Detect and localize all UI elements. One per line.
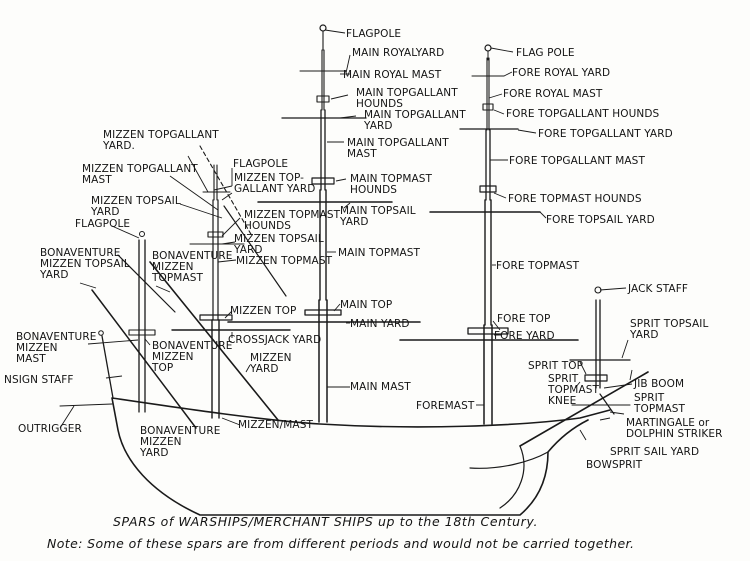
- label-flagpole-bonaventure: FLAGPOLE: [75, 218, 130, 230]
- bonaventure-mizzen-spars: [91, 231, 197, 429]
- label-flagpole-mizzen: FLAGPOLE: [233, 158, 288, 170]
- label-crossjack-yard: CROSSJACK YARD: [228, 334, 321, 346]
- label-main-yard: MAIN YARD: [350, 318, 410, 330]
- label-foremast: FOREMAST: [416, 400, 475, 412]
- mizzen-mast-spars: [149, 145, 291, 421]
- label-mizzen-mast: MIZZEN/MAST: [238, 419, 313, 431]
- labels: FLAGPOLE MAIN ROYALYARD MAIN ROYAL MAST …: [4, 28, 723, 471]
- label-main-top: MAIN TOP: [340, 299, 392, 311]
- label-jib-boom: JIB BOOM: [633, 378, 684, 390]
- label-main-royal-yard: MAIN ROYALYARD: [352, 47, 444, 59]
- label-flag-pole-fore: FLAG POLE: [516, 47, 575, 59]
- label-main-royal-mast: MAIN ROYAL MAST: [343, 69, 442, 81]
- label-ensign-staff: NSIGN STAFF: [4, 374, 74, 386]
- caption-line-2: Note: Some of these spars are from diffe…: [47, 536, 634, 551]
- label-jack-staff: JACK STAFF: [627, 283, 688, 295]
- label-mizzen-topgallant-yard-right: MIZZEN TOP-GALLANT YARD: [234, 172, 315, 195]
- label-fore-royal-yard: FORE ROYAL YARD: [512, 67, 610, 79]
- leader-lines: [59, 29, 633, 441]
- ensign-staff-spar: [98, 330, 114, 399]
- label-flagpole-main: FLAGPOLE: [346, 28, 401, 40]
- label-fore-royal-mast: FORE ROYAL MAST: [503, 88, 603, 100]
- caption: SPARS of WARSHIPS/MERCHANT SHIPS up to t…: [47, 514, 634, 551]
- label-mizzen-top: MIZZEN TOP: [230, 305, 296, 317]
- main-mast-spars: [227, 24, 421, 423]
- foremast-spars: [399, 44, 579, 425]
- label-fore-topgallant-yard: FORE TOPGALLANT YARD: [538, 128, 673, 140]
- label-mizzen-topmast-right: MIZZEN TOPMAST: [236, 255, 333, 267]
- label-fore-top: FORE TOP: [497, 313, 550, 325]
- label-fore-yard: FORE YARD: [494, 330, 555, 342]
- caption-line-1: SPARS of WARSHIPS/MERCHANT SHIPS up to t…: [113, 514, 538, 529]
- label-fore-topmast: FORE TOPMAST: [496, 260, 580, 272]
- label-outrigger: OUTRIGGER: [18, 423, 82, 435]
- label-spritsail-yard: SPRIT SAIL YARD: [610, 446, 699, 458]
- label-fore-topgallant-hounds: FORE TOPGALLANT HOUNDS: [506, 108, 660, 120]
- label-main-topmast: MAIN TOPMAST: [338, 247, 421, 259]
- label-bowsprit: BOWSPRIT: [586, 459, 643, 471]
- label-fore-topsail-yard: FORE TOPSAIL YARD: [546, 214, 655, 226]
- hull: [59, 397, 611, 516]
- label-fore-topgallant-mast: FORE TOPGALLANT MAST: [509, 155, 645, 167]
- label-fore-topmast-hounds: FORE TOPMAST HOUNDS: [508, 193, 642, 205]
- label-main-mast: MAIN MAST: [350, 381, 411, 393]
- label-sprit-top: SPRIT TOP: [528, 360, 583, 372]
